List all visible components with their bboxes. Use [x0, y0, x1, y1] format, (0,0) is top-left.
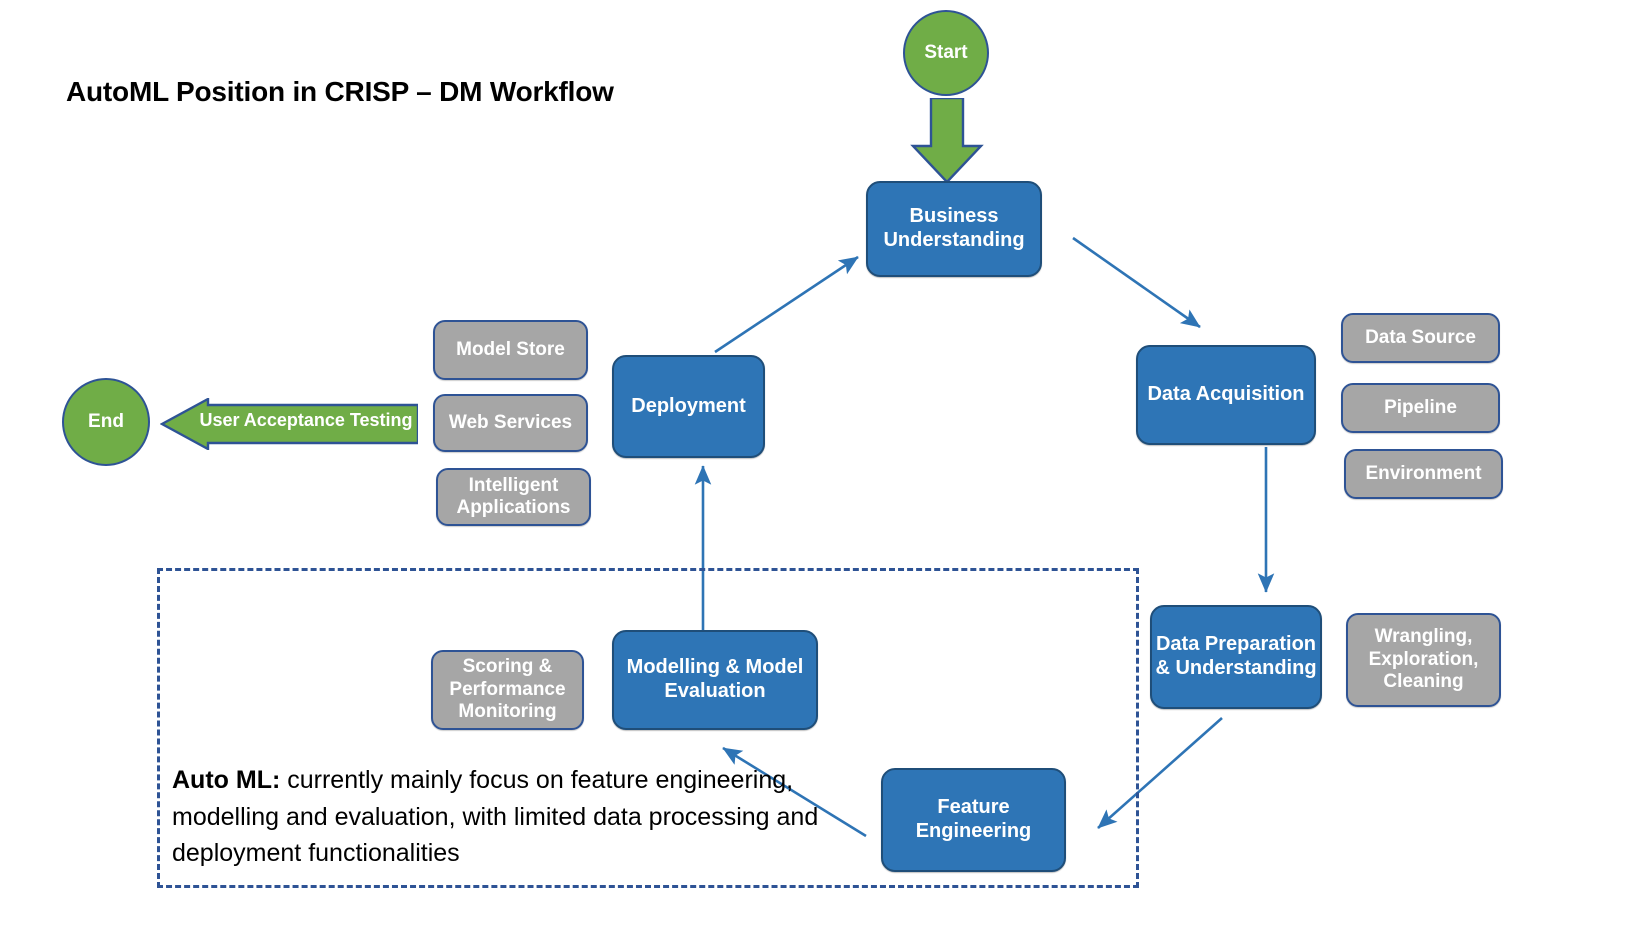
node-data-acquisition[interactable]: Data Acquisition — [1136, 345, 1316, 445]
node-scoring-monitoring[interactable]: Scoring & Performance Monitoring — [431, 650, 584, 730]
node-deployment[interactable]: Deployment — [612, 355, 765, 458]
node-modelling-evaluation[interactable]: Modelling & Model Evaluation — [612, 630, 818, 730]
node-wrangling[interactable]: Wrangling, Exploration, Cleaning — [1346, 613, 1501, 707]
end-node[interactable]: End — [62, 378, 150, 466]
node-data-source[interactable]: Data Source — [1341, 313, 1500, 363]
node-model-store[interactable]: Model Store — [433, 320, 588, 380]
node-environment[interactable]: Environment — [1344, 449, 1503, 499]
node-intelligent-applications[interactable]: Intelligent Applications — [436, 468, 591, 526]
automl-annotation: Auto ML: currently mainly focus on featu… — [172, 762, 872, 872]
page-title: AutoML Position in CRISP – DM Workflow — [66, 76, 614, 107]
edge-deployment-to-bu — [714, 255, 859, 354]
node-business-understanding[interactable]: Business Understanding — [866, 181, 1042, 277]
node-feature-engineering[interactable]: Feature Engineering — [881, 768, 1066, 872]
start-block-arrow-icon — [910, 98, 984, 184]
node-data-preparation[interactable]: Data Preparation & Understanding — [1150, 605, 1322, 709]
automl-annotation-lead: Auto ML: — [172, 766, 281, 794]
start-node[interactable]: Start — [903, 10, 989, 96]
automl-scope-boundary — [157, 568, 1139, 888]
edge-bu-to-acquisition — [1072, 236, 1201, 329]
node-pipeline[interactable]: Pipeline — [1341, 383, 1500, 433]
user-acceptance-testing-arrow-icon[interactable] — [160, 398, 418, 450]
node-web-services[interactable]: Web Services — [433, 394, 588, 452]
automl-annotation-body: currently mainly focus on feature engine… — [172, 766, 819, 867]
